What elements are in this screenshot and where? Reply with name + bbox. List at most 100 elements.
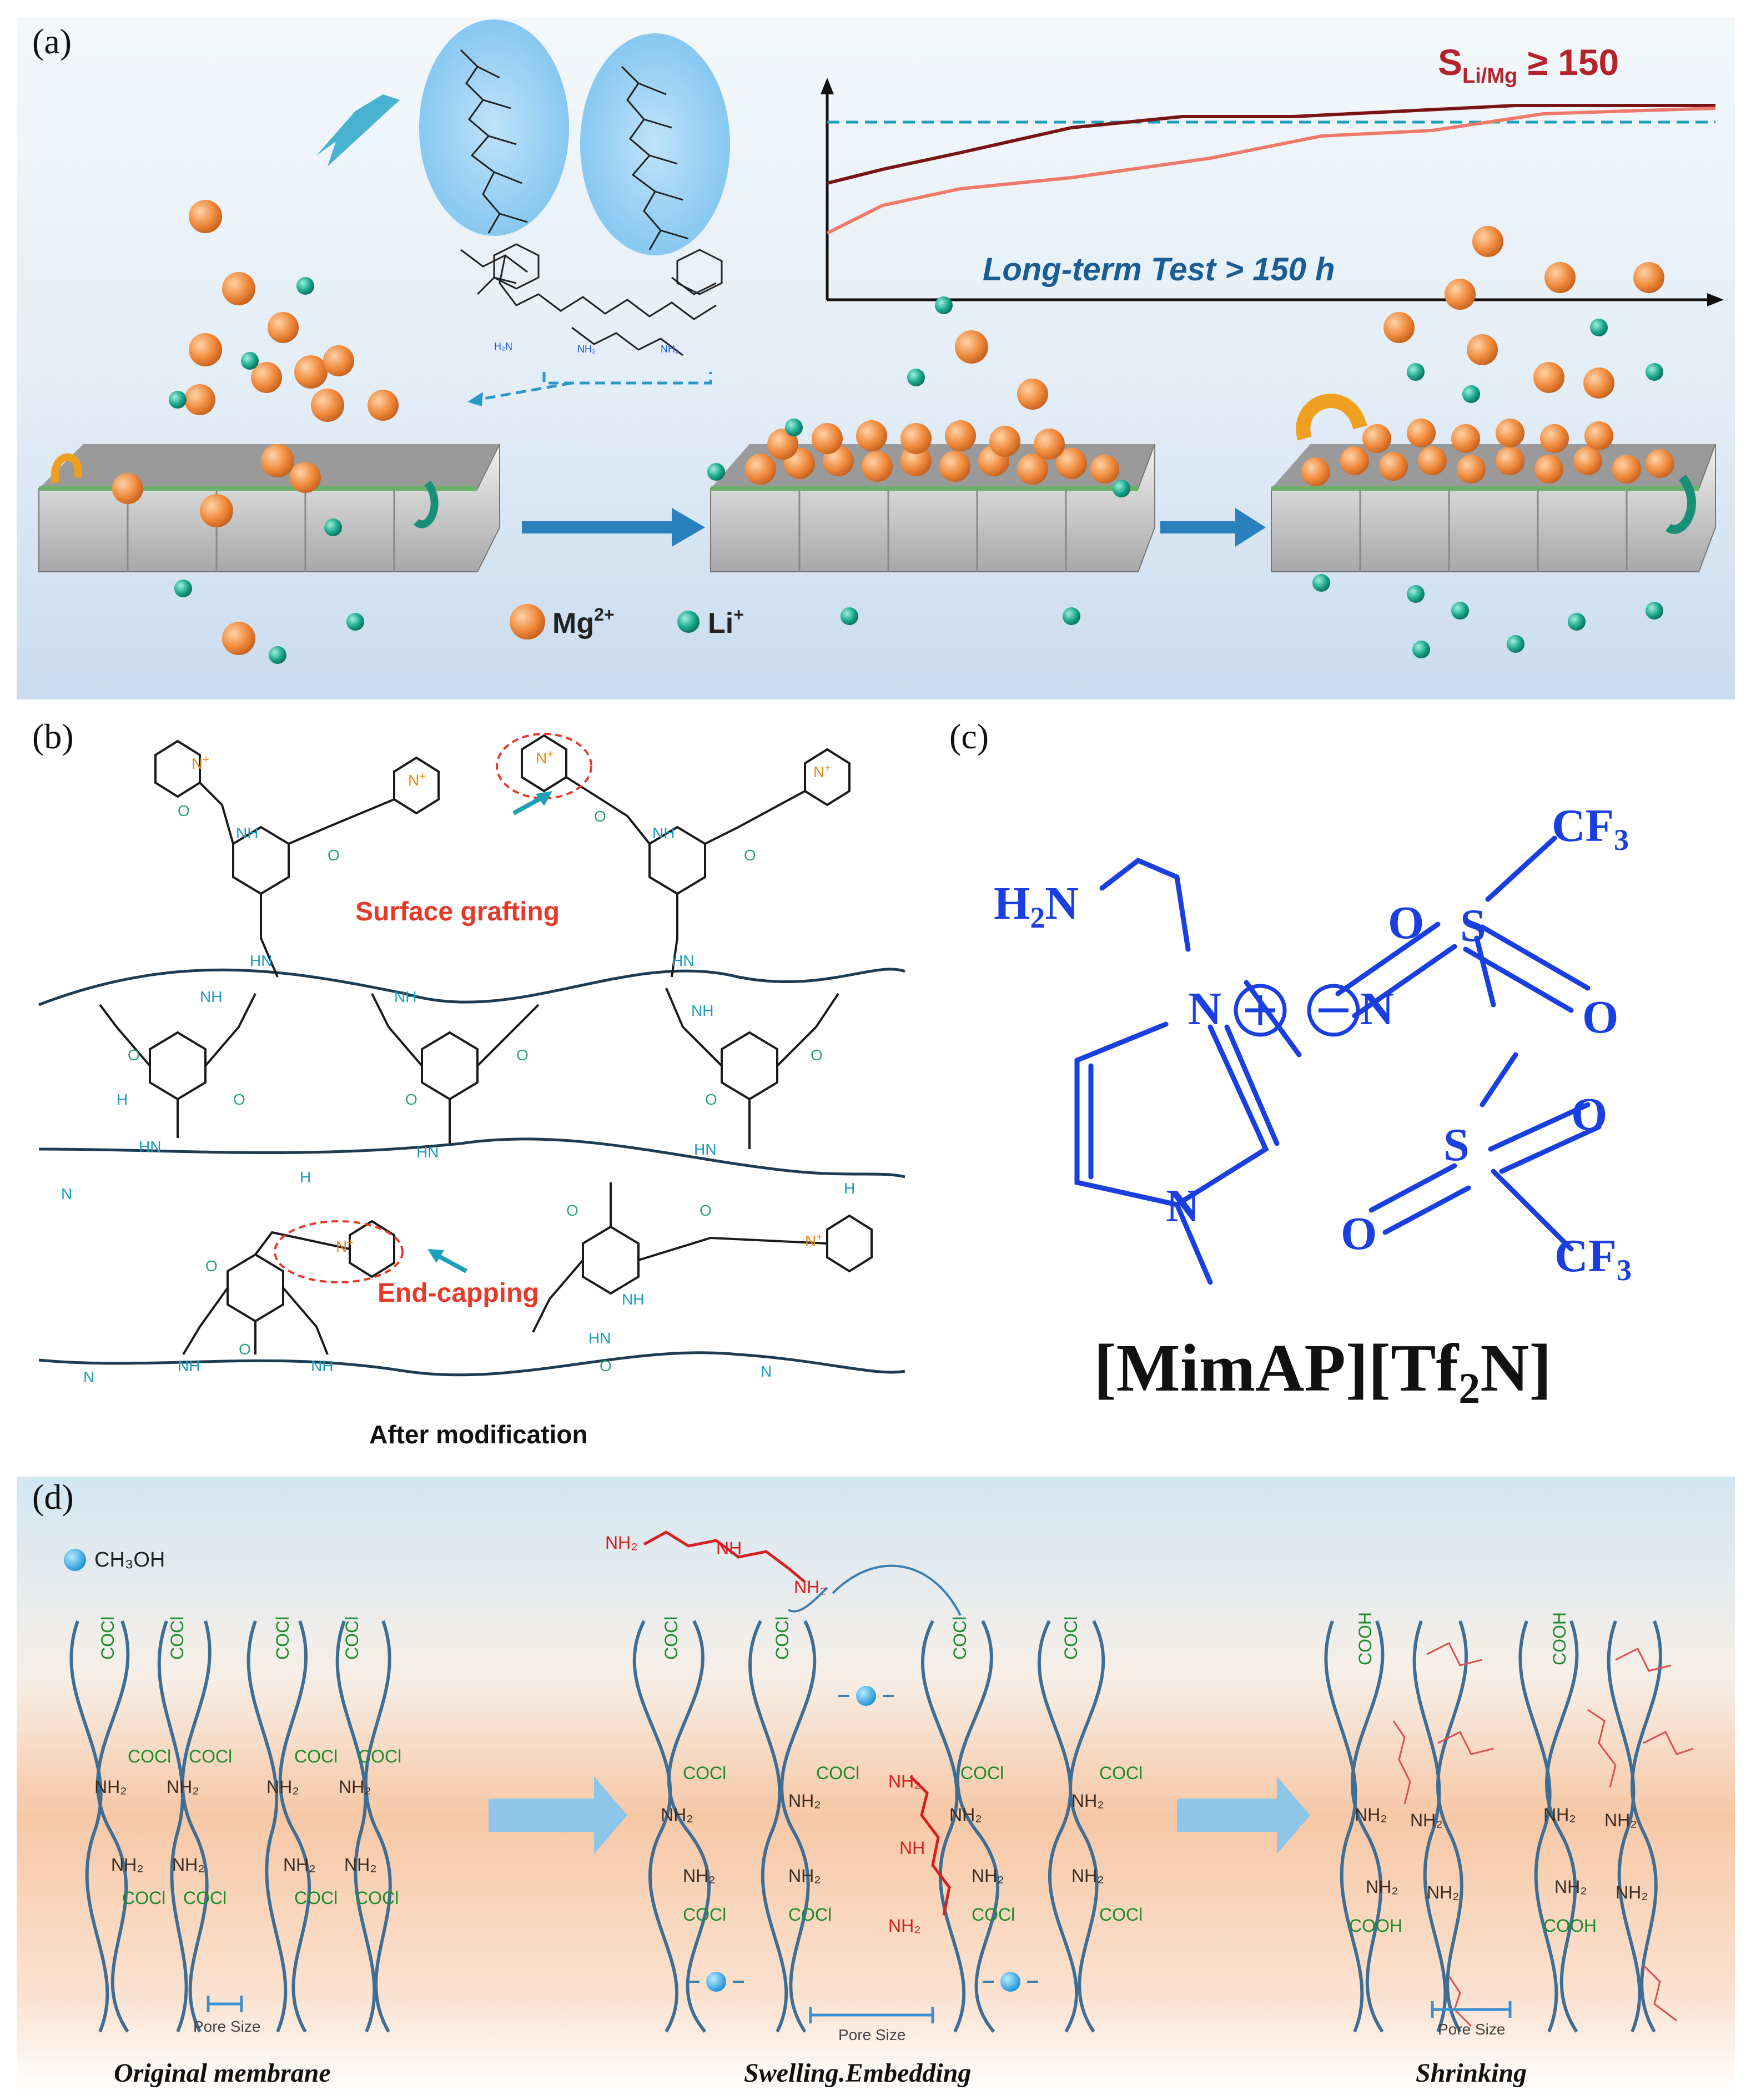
stage-swelling-label: Swelling.Embedding	[744, 2058, 971, 2088]
atom-hn: HN	[694, 1141, 716, 1158]
group-nh2: NH₂	[266, 1777, 299, 1797]
grafting-highlight	[496, 733, 592, 799]
group-cocl: COCl	[972, 1905, 1015, 1925]
atom-o: O	[811, 1046, 823, 1064]
panel-d-figure: CH₃OH	[17, 1477, 1735, 2093]
curved-arrow-orange-2	[1296, 394, 1367, 441]
amine-nh: NH	[899, 1838, 925, 1858]
group-cooh: COOH	[1355, 1612, 1375, 1665]
imide-n: N	[1360, 983, 1394, 1035]
atom-o: O	[705, 1091, 717, 1108]
atom-n-plus: N+	[805, 1231, 823, 1250]
atom-o: O	[600, 1357, 612, 1374]
mimap-atoms: H2N N N N S S O O O O CF3 CF3	[994, 800, 1632, 1287]
atom-o: O	[128, 1046, 140, 1064]
stage-original-label: Original membrane	[114, 2058, 331, 2088]
atom-hn: HN	[588, 1330, 611, 1347]
atom-o: O	[328, 847, 340, 864]
svg-text:NH₂: NH₂	[577, 344, 596, 355]
atom-n-plus: N+	[813, 762, 831, 780]
atom-h: H	[117, 1091, 128, 1108]
end-capping-label: End-capping	[378, 1278, 539, 1308]
atom-nh: NH	[236, 824, 258, 842]
sulfur-1: S	[1460, 900, 1486, 951]
group-nh2: NH₂	[1366, 1877, 1398, 1897]
group-nh2: NH₂	[172, 1855, 205, 1875]
group-nh2: NH₂	[344, 1855, 377, 1875]
dendrimer-blob-1	[419, 19, 569, 236]
group-cooh: COOH	[1543, 1916, 1597, 1936]
group-cocl: COCl	[189, 1746, 232, 1766]
methanol-legend: CH₃OH	[94, 1548, 165, 1572]
group-cocl: COCl	[98, 1616, 118, 1660]
membrane-2	[710, 444, 1155, 572]
atom-nh: NH	[394, 988, 416, 1005]
atom-n: N	[761, 1363, 772, 1380]
group-cocl: COCl	[294, 1888, 338, 1908]
amine-nh2: NH₂	[888, 1771, 921, 1791]
group-cocl: COCl	[355, 1888, 399, 1908]
mg-ions	[112, 200, 1674, 655]
group-nh2: NH₂	[111, 1855, 144, 1875]
pore-size-bars	[207, 1996, 1512, 2023]
group-cocl: COCl	[128, 1746, 171, 1766]
long-term-test-label: Long-term Test > 150 h	[983, 251, 1335, 288]
compound-name: [MimAP][Tf2N]	[1094, 1331, 1552, 1412]
cf3-bottom: CF3	[1554, 1230, 1632, 1287]
panel-c-figure: H2N N N N S S O O O O CF3 CF3 [MimAP][Tf…	[933, 716, 1735, 1460]
pore-size-label-2: Pore Size	[838, 2026, 905, 2043]
pore-size-label-1: Pore Size	[193, 2018, 260, 2035]
curved-arrow-orange-1	[51, 453, 83, 484]
legend-li-icon	[677, 611, 700, 633]
group-cocl: COCl	[1099, 1763, 1143, 1783]
atom-nh: NH	[311, 1357, 333, 1374]
group-cooh: COOH	[1549, 1612, 1569, 1665]
amine-nh2: NH₂	[888, 1916, 921, 1936]
stage-arrow-1	[489, 1776, 627, 1854]
group-nh2: NH₂	[1355, 1805, 1387, 1825]
series-dark-line	[827, 104, 1715, 185]
stage3-groups: COOH COOH NH₂ NH₂ NH₂ NH₂ NH₂ NH₂ NH₂ NH…	[1349, 1612, 1648, 1936]
group-cocl: COCl	[816, 1763, 859, 1783]
oxygen-1: O	[1388, 897, 1424, 949]
group-nh2: NH₂	[683, 1866, 716, 1886]
group-cocl: COCl	[960, 1763, 1004, 1783]
atom-nh: NH	[691, 1002, 713, 1019]
methanol-particles	[688, 1686, 1038, 1992]
amine-chain	[643, 1530, 951, 1916]
legend-li-label: Li+	[708, 605, 744, 639]
group-nh2: NH₂	[788, 1866, 821, 1886]
stage2-network	[632, 1620, 1105, 2033]
embedded-chains	[1392, 1641, 1694, 2027]
group-cocl: COCl	[183, 1888, 227, 1908]
panel-a-label: (a)	[32, 22, 72, 61]
atom-hn: HN	[139, 1138, 161, 1155]
group-nh2: NH₂	[1604, 1810, 1637, 1830]
stage1-groups: COCl COCl COCl COCl COCl COCl COCl COCl …	[94, 1616, 401, 1908]
methyl-n: N	[1166, 1180, 1200, 1232]
endcap-highlight	[274, 1220, 404, 1283]
after-modification-label: After modification	[369, 1420, 588, 1449]
group-cocl: COCl	[167, 1616, 187, 1660]
atom-o: O	[594, 808, 606, 825]
group-nh2: NH₂	[94, 1777, 127, 1797]
panel-c: H2N N N N S S O O O O CF3 CF3 [MimAP][Tf…	[933, 716, 1735, 1460]
atom-hn: HN	[416, 1144, 439, 1161]
legend-mg-label: Mg2+	[552, 605, 615, 639]
amine-nh2: NH₂	[605, 1533, 638, 1553]
atom-nh: NH	[652, 824, 675, 842]
mimap-bonds	[1074, 835, 1602, 1285]
group-cocl: COCl	[772, 1616, 792, 1660]
oxygen-3: O	[1571, 1089, 1607, 1140]
amine-group: H2N	[994, 878, 1079, 934]
atom-n-plus: N+	[408, 770, 426, 789]
panel-b-label: (b)	[32, 717, 74, 756]
membrane-3	[1271, 444, 1716, 572]
atom-o: O	[516, 1046, 529, 1064]
pore-size-label-3: Pore Size	[1438, 2021, 1505, 2038]
benzene-rings	[99, 734, 873, 1356]
stage3-network	[1324, 1620, 1662, 2033]
panel-d: CH₃OH	[17, 1477, 1735, 2093]
atom-o: O	[744, 847, 756, 864]
